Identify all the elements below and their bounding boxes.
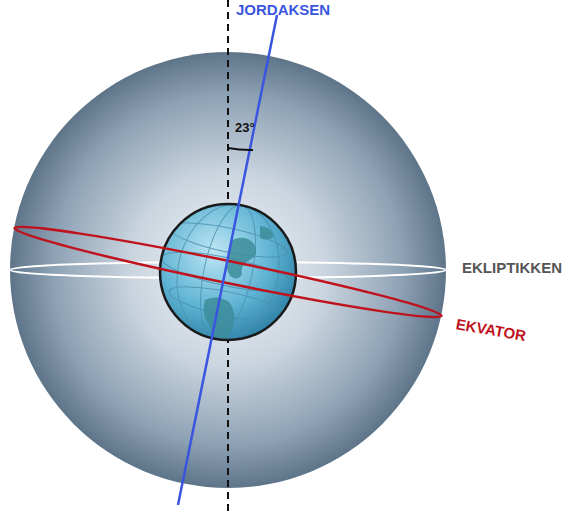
angle-label: 23° bbox=[235, 121, 255, 135]
equator-label: EKVATOR bbox=[455, 316, 528, 345]
axis-label: JORDAKSEN bbox=[236, 2, 330, 19]
ecliptic-label: EKLIPTIKKEN bbox=[462, 260, 562, 277]
earth-axis bbox=[178, 15, 277, 505]
equator-ring bbox=[12, 217, 444, 326]
angle-arc bbox=[228, 148, 253, 150]
